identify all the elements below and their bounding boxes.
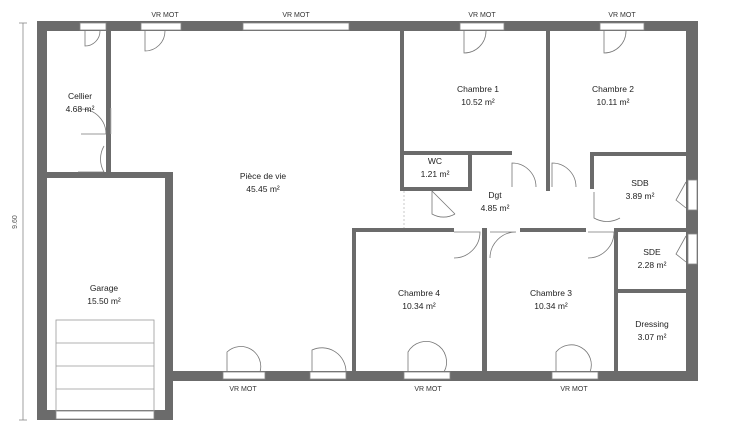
room-area: 1.21 m²	[421, 169, 450, 179]
room-name: SDE	[643, 247, 661, 257]
room-name: Garage	[90, 283, 119, 293]
room-area: 3.07 m²	[638, 332, 667, 342]
room-name: WC	[428, 156, 442, 166]
room-area: 10.11 m²	[597, 97, 630, 107]
window-label: VR MOT	[151, 12, 179, 19]
room-area: 2.28 m²	[638, 260, 667, 270]
window-label: VR MOT	[468, 12, 496, 19]
interior-walls	[47, 31, 686, 373]
door-swings	[78, 30, 687, 373]
room-area: 10.34 m²	[402, 301, 436, 311]
room-name: Cellier	[68, 91, 92, 101]
window-label: VR MOT	[608, 12, 636, 19]
room-name: Pièce de vie	[240, 171, 287, 181]
window-label: VR MOT	[282, 12, 310, 19]
window-labels: VR MOT VR MOT VR MOT VR MOT VR MOT VR MOT VR M…	[151, 12, 636, 393]
room-name: Dressing	[635, 319, 669, 329]
room-area: 4.85 m²	[481, 203, 510, 213]
room-area: 10.52 m²	[461, 97, 495, 107]
window-label: VR MOT	[229, 386, 257, 393]
room-area: 15.50 m²	[87, 296, 121, 306]
window-label: VR MOT	[414, 386, 442, 393]
room-name: Chambre 1	[457, 84, 499, 94]
dimension-line: 9.60	[12, 22, 27, 421]
room-name: Chambre 4	[398, 288, 440, 298]
room-area: 3.89 m²	[626, 191, 655, 201]
room-area: 45.45 m²	[246, 184, 280, 194]
room-name: SDB	[631, 178, 649, 188]
room-name: Dgt	[488, 190, 502, 200]
room-area: 10.34 m²	[534, 301, 568, 311]
room-name: Chambre 3	[530, 288, 572, 298]
room-name: Chambre 2	[592, 84, 634, 94]
window-openings	[55, 22, 698, 420]
garage-door	[55, 319, 155, 412]
room-area: 4.68 m²	[66, 104, 95, 114]
window-label: VR MOT	[560, 386, 588, 393]
room-labels: Cellier 4.68 m² Pièce de vie 45.45 m² Chambr…	[66, 84, 669, 342]
dimension-label: 9.60	[12, 215, 19, 229]
